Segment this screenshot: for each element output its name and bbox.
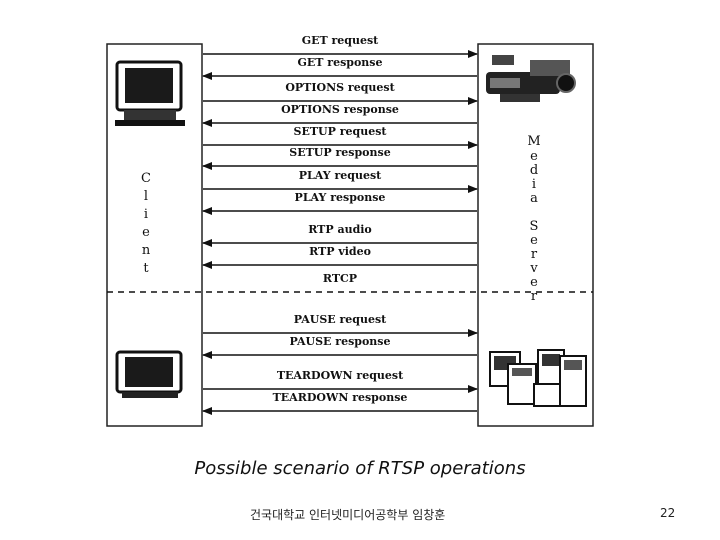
figure-caption: Possible scenario of RTSP operations [194, 458, 526, 479]
message-10: RTCP [107, 272, 593, 293]
message-0: GET request [203, 34, 478, 58]
client-letter: e [142, 225, 150, 240]
message-12: PAUSE response [202, 335, 477, 359]
server-letter: r [531, 247, 538, 262]
computer-monitor-icon [115, 60, 185, 126]
message-label: OPTIONS request [285, 81, 395, 94]
message-14: TEARDOWN response [202, 391, 477, 415]
message-8: RTP audio [202, 223, 477, 247]
message-label: GET response [298, 56, 383, 69]
message-label: TEARDOWN request [277, 369, 404, 382]
message-label: RTP video [309, 245, 371, 258]
footer-text: 건국대학교 인터넷미디어공학부 임창훈 [250, 508, 446, 522]
message-5: SETUP response [202, 146, 477, 170]
message-label: GET request [302, 34, 379, 47]
server-letter: i [532, 177, 536, 192]
message-label: RTP audio [308, 223, 372, 236]
message-label: PAUSE request [294, 313, 387, 326]
page-number: 22 [660, 506, 676, 520]
server-letter: e [530, 233, 538, 248]
server-rack-icon [489, 349, 587, 407]
message-11: PAUSE request [203, 313, 478, 337]
message-label: RTCP [323, 272, 357, 285]
client-letter: i [144, 207, 148, 222]
computer-monitor-icon [115, 350, 183, 398]
server-letter: e [530, 275, 538, 290]
client-letter: t [143, 261, 149, 276]
message-label: PAUSE response [290, 335, 391, 348]
message-label: PLAY response [295, 191, 386, 204]
message-4: SETUP request [203, 125, 478, 149]
client-letter: n [142, 243, 151, 258]
server-letter: S [530, 219, 539, 234]
server-letter: d [530, 163, 538, 178]
server-letter: r [531, 289, 538, 304]
message-9: RTP video [202, 245, 477, 269]
message-2: OPTIONS request [203, 81, 478, 105]
message-label: OPTIONS response [281, 103, 399, 116]
client-letter: C [141, 171, 151, 186]
server-letter: M [527, 134, 540, 149]
message-label: TEARDOWN response [273, 391, 408, 404]
video-camera-icon [486, 55, 576, 102]
message-3: OPTIONS response [202, 103, 477, 127]
client-letter: l [144, 189, 148, 204]
message-label: SETUP request [294, 125, 388, 138]
message-13: TEARDOWN request [203, 369, 478, 393]
message-6: PLAY request [203, 169, 478, 193]
server-letter: e [530, 149, 538, 164]
server-letter: a [530, 191, 538, 206]
message-1: GET response [202, 56, 477, 80]
server-letter: v [529, 261, 538, 276]
message-label: PLAY request [299, 169, 382, 182]
message-7: PLAY response [202, 191, 477, 215]
message-label: SETUP response [289, 146, 390, 159]
